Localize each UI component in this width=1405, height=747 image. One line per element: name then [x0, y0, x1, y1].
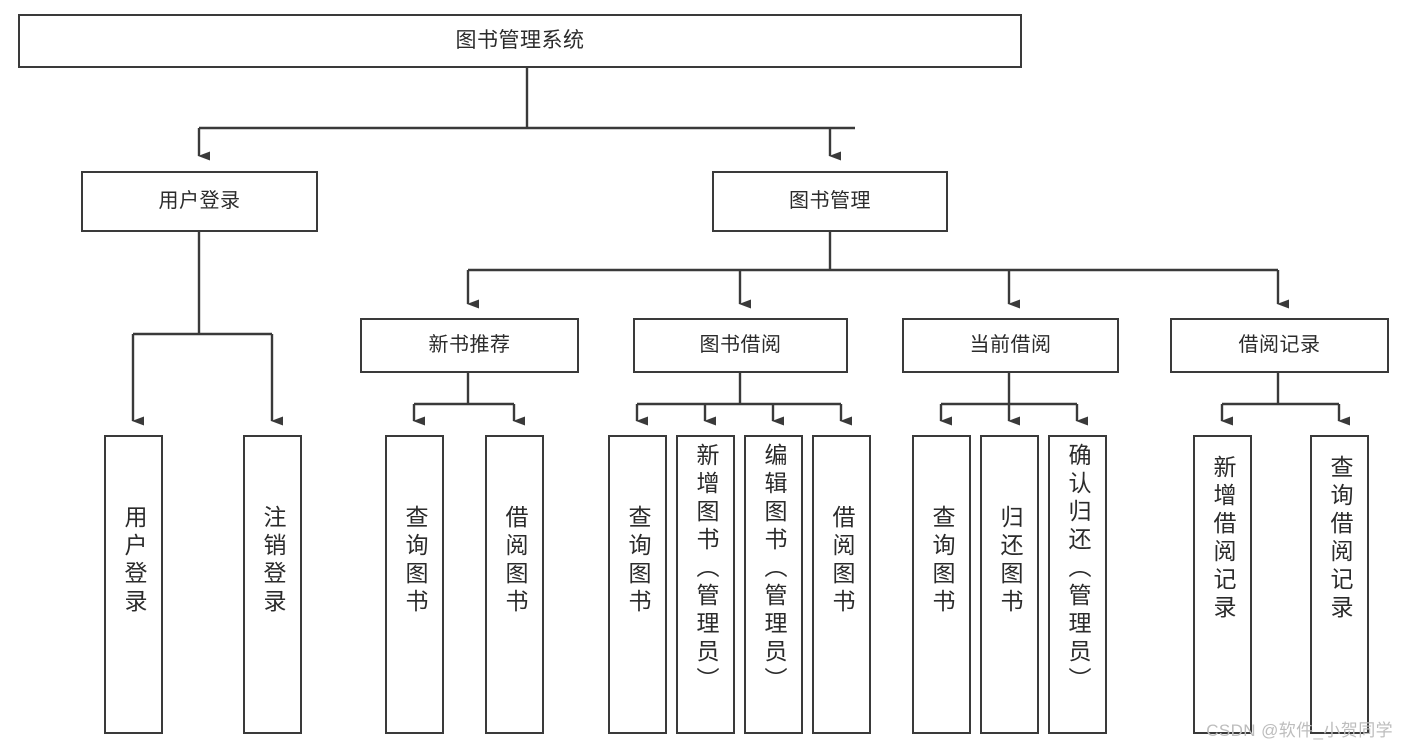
node-book-borrow[interactable]: 图书借阅: [633, 318, 848, 373]
node-label: 查询图书: [929, 505, 955, 617]
leaf-query-book-recommend[interactable]: 查询图书: [385, 435, 444, 734]
leaf-query-borrow-record[interactable]: 查询借阅记录: [1310, 435, 1369, 734]
node-label: 归还图书: [997, 505, 1023, 617]
node-label: 用户登录: [121, 505, 147, 617]
leaf-return-book[interactable]: 归还图书: [980, 435, 1039, 734]
node-label: 查询借阅记录: [1327, 455, 1353, 623]
leaf-add-book-admin[interactable]: 新增图书（管理员）: [676, 435, 735, 734]
node-label: 查询图书: [402, 505, 428, 617]
node-label: 确认归还（管理员）: [1065, 443, 1091, 695]
node-label: 新增图书（管理员）: [693, 443, 719, 695]
leaf-logout[interactable]: 注销登录: [243, 435, 302, 734]
leaf-confirm-return-admin[interactable]: 确认归还（管理员）: [1048, 435, 1107, 734]
leaf-user-login[interactable]: 用户登录: [104, 435, 163, 734]
node-label: 用户登录: [158, 189, 241, 212]
node-label: 注销登录: [260, 505, 286, 617]
node-borrow-record[interactable]: 借阅记录: [1170, 318, 1389, 373]
node-current-borrow[interactable]: 当前借阅: [902, 318, 1119, 373]
node-book-management[interactable]: 图书管理: [712, 171, 948, 232]
node-new-book-recommend[interactable]: 新书推荐: [360, 318, 579, 373]
node-user-login[interactable]: 用户登录: [81, 171, 318, 232]
node-label: 借阅图书: [502, 505, 528, 617]
leaf-query-book-current[interactable]: 查询图书: [912, 435, 971, 734]
leaf-add-borrow-record[interactable]: 新增借阅记录: [1193, 435, 1252, 734]
leaf-borrow-book[interactable]: 借阅图书: [812, 435, 871, 734]
leaf-borrow-book-recommend[interactable]: 借阅图书: [485, 435, 544, 734]
node-root-system[interactable]: 图书管理系统: [18, 14, 1022, 68]
node-label: 借阅图书: [829, 505, 855, 617]
watermark: CSDN @软件_小贺同学: [1206, 721, 1393, 740]
node-label: 新增借阅记录: [1210, 455, 1236, 623]
node-label: 查询图书: [625, 505, 651, 617]
node-label: 新书推荐: [428, 333, 511, 356]
node-label: 图书管理系统: [455, 28, 585, 52]
node-label: 借阅记录: [1238, 333, 1321, 356]
node-label: 图书管理: [789, 189, 871, 212]
leaf-edit-book-admin[interactable]: 编辑图书（管理员）: [744, 435, 803, 734]
leaf-query-book-borrow[interactable]: 查询图书: [608, 435, 667, 734]
node-label: 图书借阅: [699, 333, 782, 356]
node-label: 当前借阅: [969, 333, 1052, 356]
node-label: 编辑图书（管理员）: [761, 443, 787, 695]
